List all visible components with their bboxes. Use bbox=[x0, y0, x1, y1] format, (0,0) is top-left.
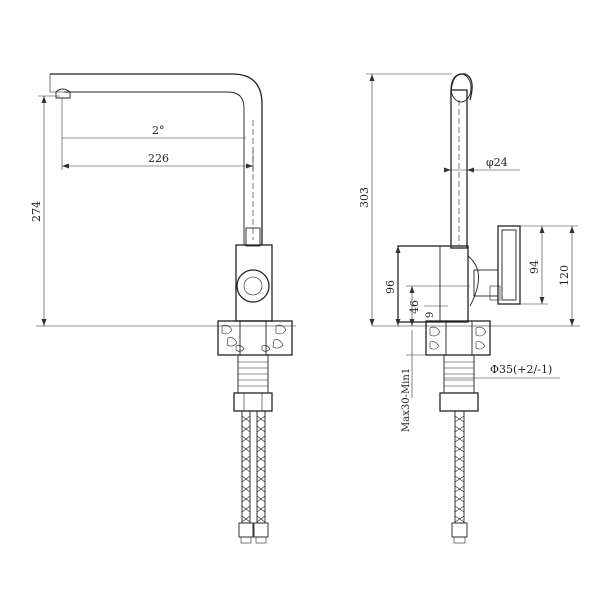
spout-tube bbox=[450, 89, 468, 249]
lower-nut bbox=[233, 392, 273, 412]
front-view: 2° 226 274 bbox=[30, 73, 296, 544]
spout-outline-inner bbox=[64, 91, 245, 245]
handle-connector bbox=[473, 269, 499, 297]
height-label: 274 bbox=[30, 201, 43, 222]
side-hose bbox=[451, 410, 468, 544]
base-label: 9 bbox=[425, 312, 436, 318]
total-height-label: 303 bbox=[358, 187, 371, 208]
handle-circle bbox=[236, 269, 270, 303]
hole-diameter-label: Φ35(+2/-1) bbox=[490, 363, 552, 376]
handle-height-label: 94 bbox=[528, 260, 541, 274]
aerator bbox=[55, 88, 71, 99]
supply-hoses bbox=[238, 410, 269, 544]
lower-label: 46 bbox=[408, 300, 421, 314]
reach-label: 226 bbox=[148, 152, 169, 165]
spout-outline-outer bbox=[50, 73, 263, 245]
spout-diameter-label: φ24 bbox=[486, 156, 508, 169]
side-view: 303 φ24 94 120 96 46 9 Φ35(+2/-1) bbox=[358, 73, 580, 544]
handle-total-label: 120 bbox=[558, 265, 571, 286]
body-height-label: 96 bbox=[384, 280, 397, 294]
side-lower-nut bbox=[439, 392, 479, 412]
faucet-body bbox=[235, 244, 273, 322]
side-handle bbox=[497, 225, 521, 305]
deck-thickness-label: Max30-Min1 bbox=[401, 368, 412, 432]
angle-label: 2° bbox=[152, 124, 165, 137]
